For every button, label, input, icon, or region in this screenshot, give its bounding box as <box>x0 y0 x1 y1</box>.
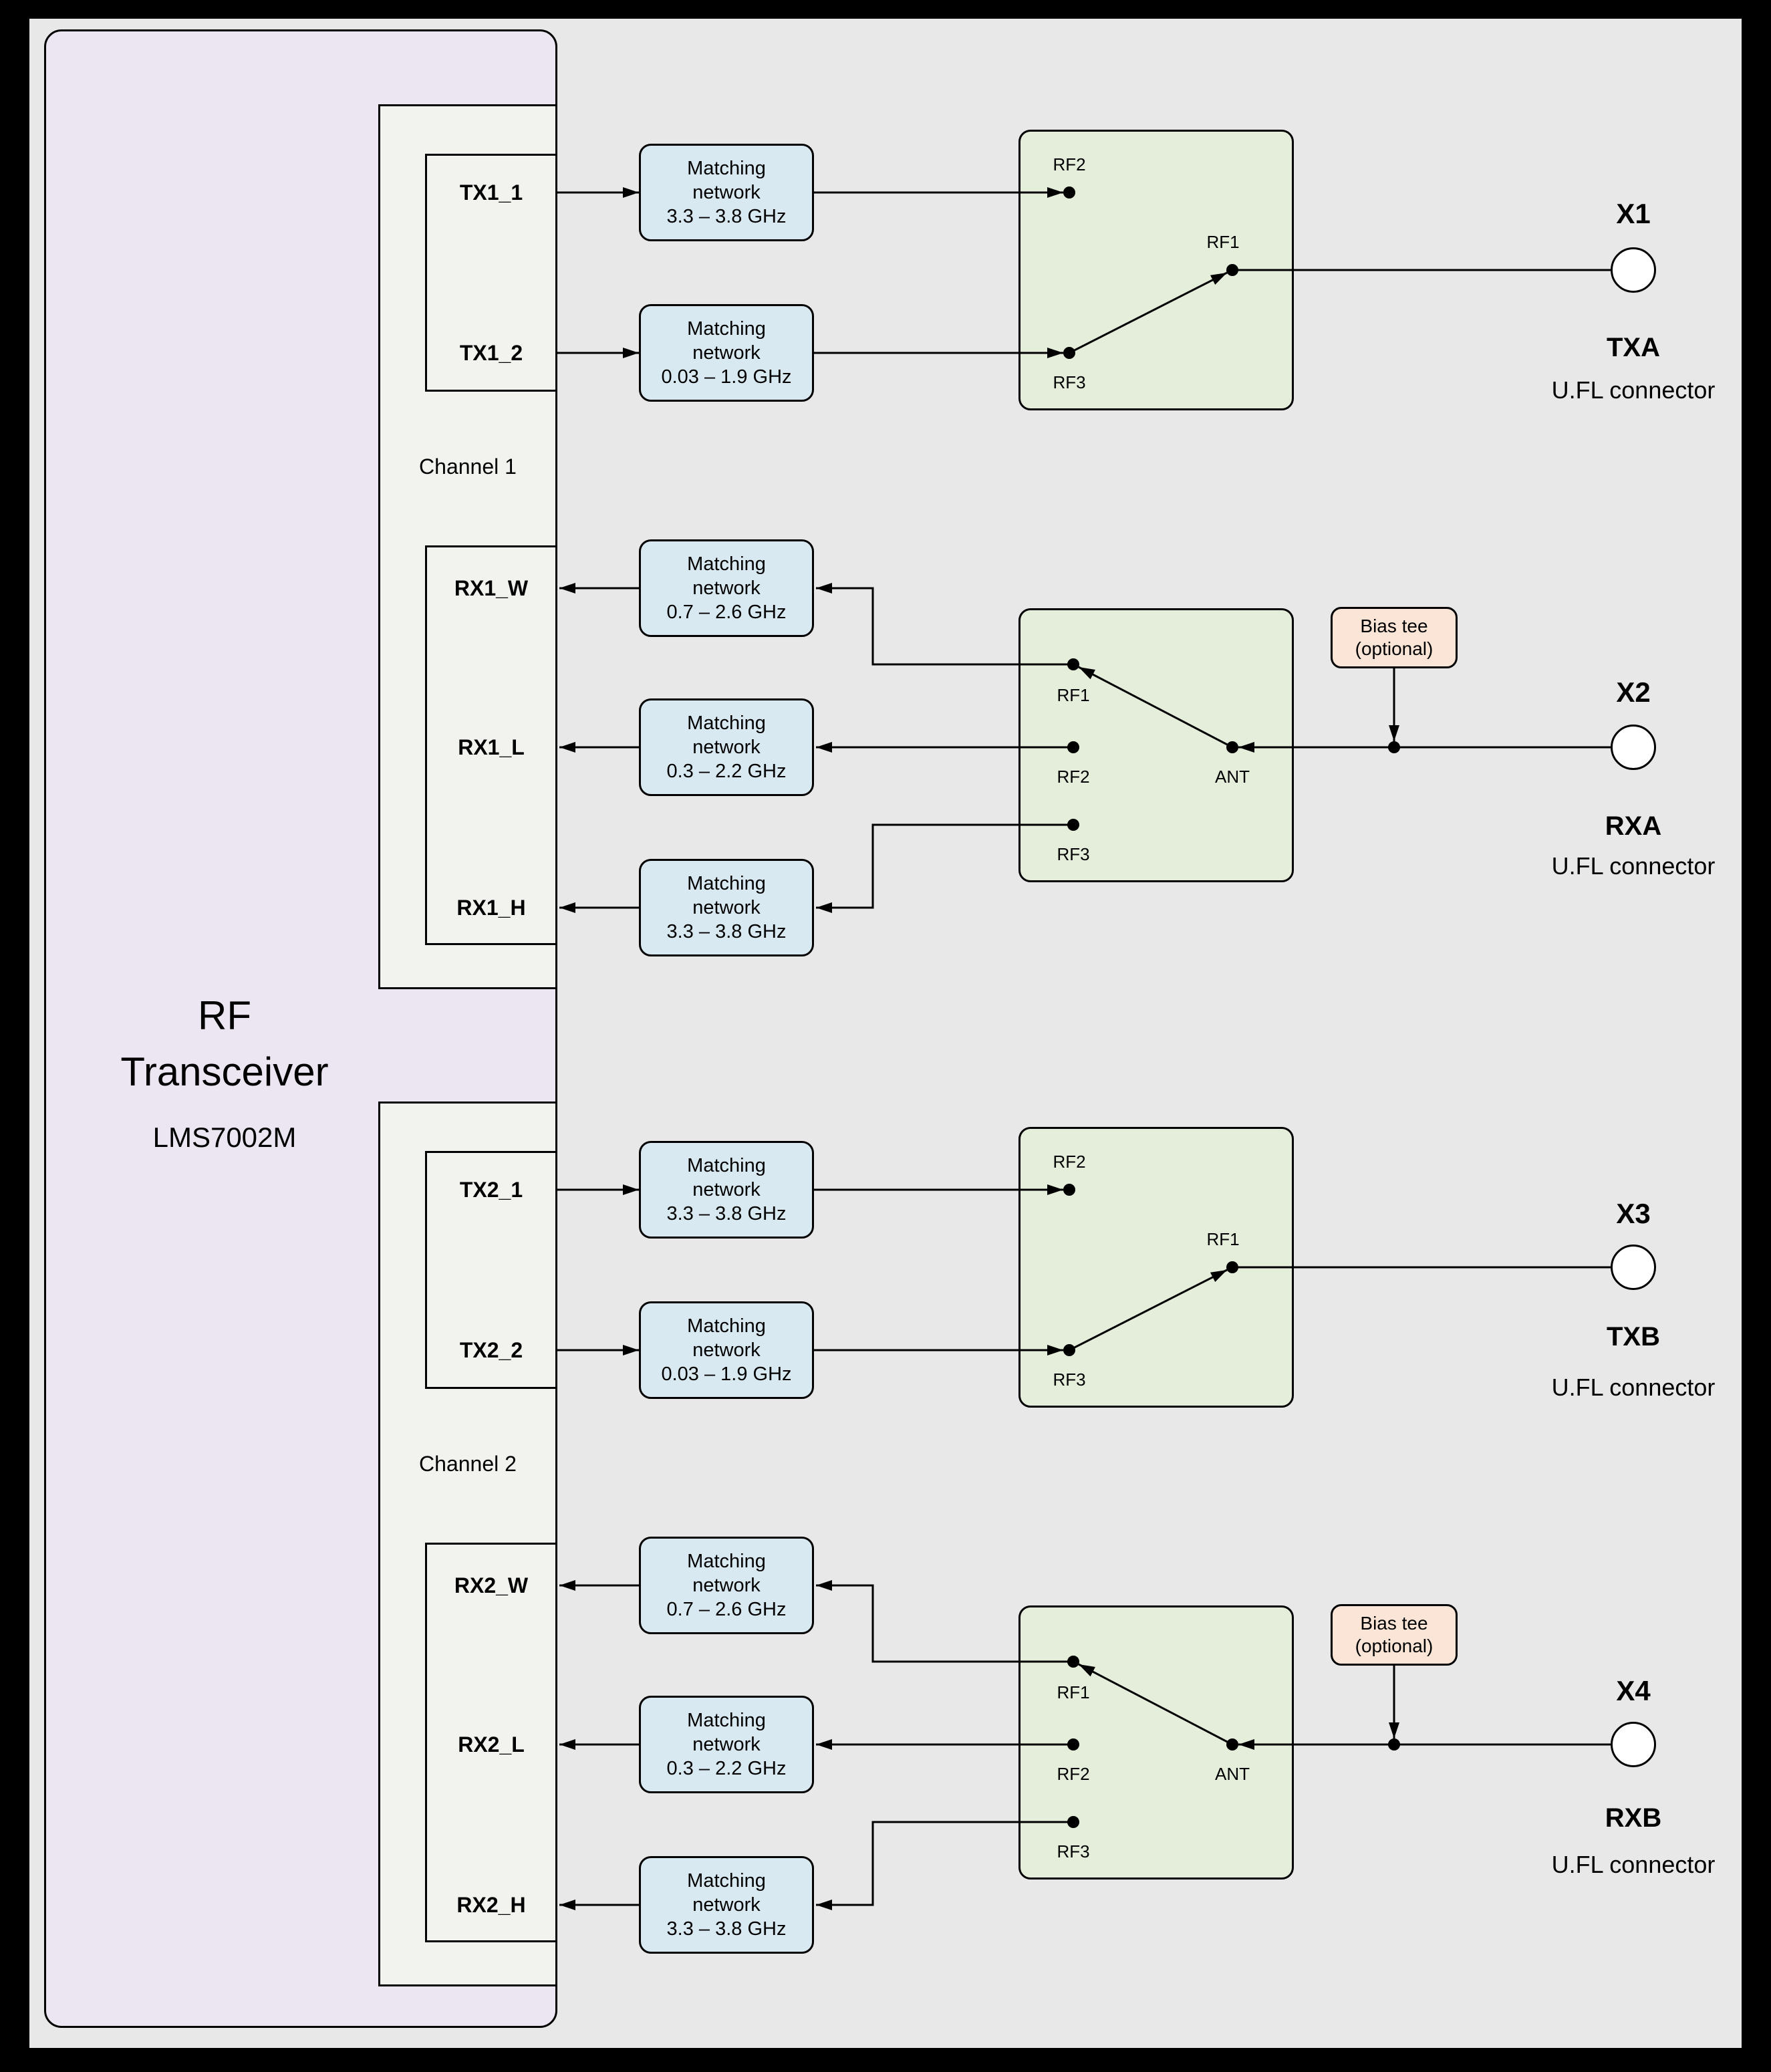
bias-tee-line1: Bias tee <box>1360 616 1428 636</box>
mn-line2: network <box>692 1575 761 1596</box>
channel-2-label: Channel 2 <box>419 1452 517 1476</box>
rx-switch-ch1-port-rf1: RF1 <box>1057 685 1090 705</box>
pin-tx2-2: TX2_2 <box>459 1338 523 1362</box>
mn-line1: Matching <box>687 1155 766 1176</box>
matching-network-ch1-rx-high: Matching network 3.3 – 3.8 GHz <box>639 859 814 956</box>
connector-x2-id: X2 <box>1616 676 1651 708</box>
rx-switch-ch2-port-ant: ANT <box>1215 1764 1250 1784</box>
mn-frequency: 3.3 – 3.8 GHz <box>666 921 787 942</box>
matching-network-ch2-rx-high: Matching network 3.3 – 3.8 GHz <box>639 1856 814 1954</box>
pin-rx1-w: RX1_W <box>454 576 529 600</box>
connector-x2-type: U.FL connector <box>1551 852 1716 880</box>
rx-switch-ch2-port-rf1: RF1 <box>1057 1682 1090 1702</box>
rx-switch-ch1-port-rf2: RF2 <box>1057 767 1090 787</box>
connector-x1-name: TXA <box>1607 333 1660 362</box>
channel-1-rx-pins-box <box>425 545 557 945</box>
connector-x4 <box>1611 1722 1656 1767</box>
pin-tx2-1: TX2_1 <box>459 1178 523 1202</box>
connector-x3-id: X3 <box>1616 1198 1651 1229</box>
bias-tee-ch2: Bias tee (optional) <box>1331 1604 1458 1666</box>
bias-tee-line2: (optional) <box>1355 1636 1434 1656</box>
pin-rx1-l: RX1_L <box>458 735 525 759</box>
mn-line2: network <box>692 737 761 758</box>
mn-line2: network <box>692 182 761 203</box>
mn-line1: Matching <box>687 1315 766 1337</box>
connector-x3 <box>1611 1245 1656 1290</box>
connector-x4-id: X4 <box>1616 1675 1651 1706</box>
mn-line1: Matching <box>687 553 766 575</box>
matching-network-ch2-tx-low: Matching network 0.03 – 1.9 GHz <box>639 1301 814 1399</box>
tx-switch-ch2-port-rf1: RF1 <box>1206 1229 1240 1249</box>
matching-network-ch2-rx-wide: Matching network 0.7 – 2.6 GHz <box>639 1537 814 1634</box>
matching-network-ch1-tx-high: Matching network 3.3 – 3.8 GHz <box>639 144 814 241</box>
matching-network-ch1-tx-low: Matching network 0.03 – 1.9 GHz <box>639 304 814 402</box>
connector-x2 <box>1611 725 1656 770</box>
matching-network-ch2-rx-low: Matching network 0.3 – 2.2 GHz <box>639 1696 814 1793</box>
mn-line1: Matching <box>687 158 766 179</box>
pin-rx2-h: RX2_H <box>456 1893 526 1917</box>
matching-network-ch1-rx-wide: Matching network 0.7 – 2.6 GHz <box>639 539 814 637</box>
tx-switch-ch1-port-rf3: RF3 <box>1053 372 1086 392</box>
mn-frequency: 0.7 – 2.6 GHz <box>666 602 787 623</box>
rx-switch-ch2-port-rf3: RF3 <box>1057 1841 1090 1861</box>
mn-line1: Matching <box>687 1710 766 1731</box>
connector-x3-type: U.FL connector <box>1551 1374 1716 1401</box>
rx-switch-ch1-port-rf3: RF3 <box>1057 844 1090 864</box>
bias-tee-line2: (optional) <box>1355 638 1434 659</box>
mn-frequency: 0.03 – 1.9 GHz <box>661 366 792 388</box>
pin-rx1-h: RX1_H <box>456 896 526 920</box>
matching-network-ch2-tx-high: Matching network 3.3 – 3.8 GHz <box>639 1141 814 1239</box>
mn-frequency: 3.3 – 3.8 GHz <box>666 1203 787 1224</box>
mn-frequency: 0.03 – 1.9 GHz <box>661 1364 792 1385</box>
chip-name: LMS7002M <box>152 1122 297 1153</box>
connector-x1-id: X1 <box>1616 198 1651 229</box>
mn-frequency: 3.3 – 3.8 GHz <box>666 1918 787 1940</box>
matching-network-ch1-rx-low: Matching network 0.3 – 2.2 GHz <box>639 698 814 796</box>
rx-switch-ch1-port-ant: ANT <box>1215 767 1250 787</box>
connector-x1-type: U.FL connector <box>1551 376 1716 404</box>
mn-line1: Matching <box>687 873 766 894</box>
mn-line1: Matching <box>687 713 766 734</box>
mn-line2: network <box>692 1339 761 1361</box>
pin-tx1-2: TX1_2 <box>459 341 523 365</box>
mn-line1: Matching <box>687 1551 766 1572</box>
rx-switch-ch2-port-rf2: RF2 <box>1057 1764 1090 1784</box>
mn-line1: Matching <box>687 1870 766 1892</box>
mn-line2: network <box>692 1734 761 1755</box>
mn-line2: network <box>692 897 761 918</box>
transceiver-title: RF Transceiver LMS7002M <box>51 988 398 1156</box>
mn-line2: network <box>692 1179 761 1200</box>
tx-switch-ch2-port-rf2: RF2 <box>1053 1152 1086 1172</box>
tx-switch-ch1-port-rf2: RF2 <box>1053 154 1086 174</box>
connector-x2-name: RXA <box>1605 811 1662 841</box>
connector-x4-type: U.FL connector <box>1551 1851 1716 1878</box>
connector-x1 <box>1611 247 1656 293</box>
mn-frequency: 0.7 – 2.6 GHz <box>666 1599 787 1620</box>
bias-tee-line1: Bias tee <box>1360 1613 1428 1634</box>
mn-frequency: 0.3 – 2.2 GHz <box>666 761 787 782</box>
bias-tee-ch1: Bias tee (optional) <box>1331 607 1458 668</box>
tx-switch-ch1-port-rf1: RF1 <box>1206 232 1240 252</box>
channel-1-tx-pins-box <box>425 154 557 392</box>
pin-tx1-1: TX1_1 <box>459 180 523 205</box>
mn-frequency: 3.3 – 3.8 GHz <box>666 206 787 227</box>
pin-rx2-w: RX2_W <box>454 1573 529 1597</box>
connector-x3-name: TXB <box>1607 1322 1660 1351</box>
mn-line2: network <box>692 577 761 599</box>
channel-2-tx-pins-box <box>425 1151 557 1389</box>
transceiver-title-line2: Transceiver <box>120 1049 329 1094</box>
mn-line2: network <box>692 342 761 364</box>
mn-frequency: 0.3 – 2.2 GHz <box>666 1758 787 1779</box>
transceiver-title-line1: RF <box>198 993 251 1038</box>
tx-switch-ch2-port-rf3: RF3 <box>1053 1370 1086 1390</box>
mn-line1: Matching <box>687 318 766 340</box>
channel-1-label: Channel 1 <box>419 455 517 479</box>
pin-rx2-l: RX2_L <box>458 1732 525 1757</box>
connector-x4-name: RXB <box>1605 1803 1662 1833</box>
mn-line2: network <box>692 1894 761 1916</box>
channel-2-rx-pins-box <box>425 1543 557 1942</box>
